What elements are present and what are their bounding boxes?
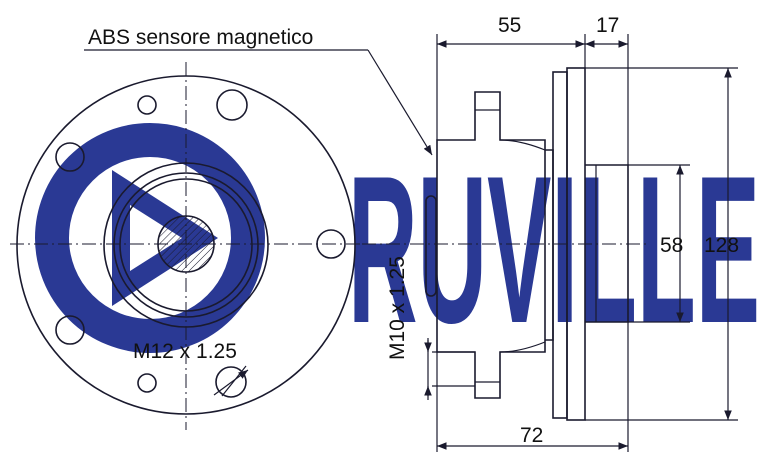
dimension-58-value: 58: [660, 234, 683, 257]
thread-label-m12: M12 x 1.25: [133, 340, 237, 363]
dimension-55-value: 55: [498, 14, 521, 37]
dimension-72: 72: [436, 322, 629, 452]
ruville-logo: RUVILLE: [35, 123, 760, 367]
dimension-17: 17: [585, 14, 629, 165]
ruville-wordmark: RUVILLE: [348, 132, 760, 367]
thread-label-m10: M10 x 1.25: [386, 256, 409, 360]
side-view: [362, 67, 650, 421]
dimension-128: 128: [585, 67, 739, 421]
dimension-128-value: 128: [704, 234, 739, 257]
front-view: M12 x 1.25: [10, 62, 362, 430]
dimension-58: 58: [628, 164, 690, 323]
dimension-17-value: 17: [596, 14, 619, 37]
dimension-72-value: 72: [520, 424, 543, 447]
bolt-hole-marked: [215, 366, 247, 398]
dimension-55: 55: [436, 14, 586, 140]
abs-sensor-label: ABS sensore magnetico: [88, 26, 313, 49]
thread-callout-m10: M10 x 1.25: [386, 256, 432, 400]
abs-sensor-callout: ABS sensore magnetico: [84, 26, 433, 156]
